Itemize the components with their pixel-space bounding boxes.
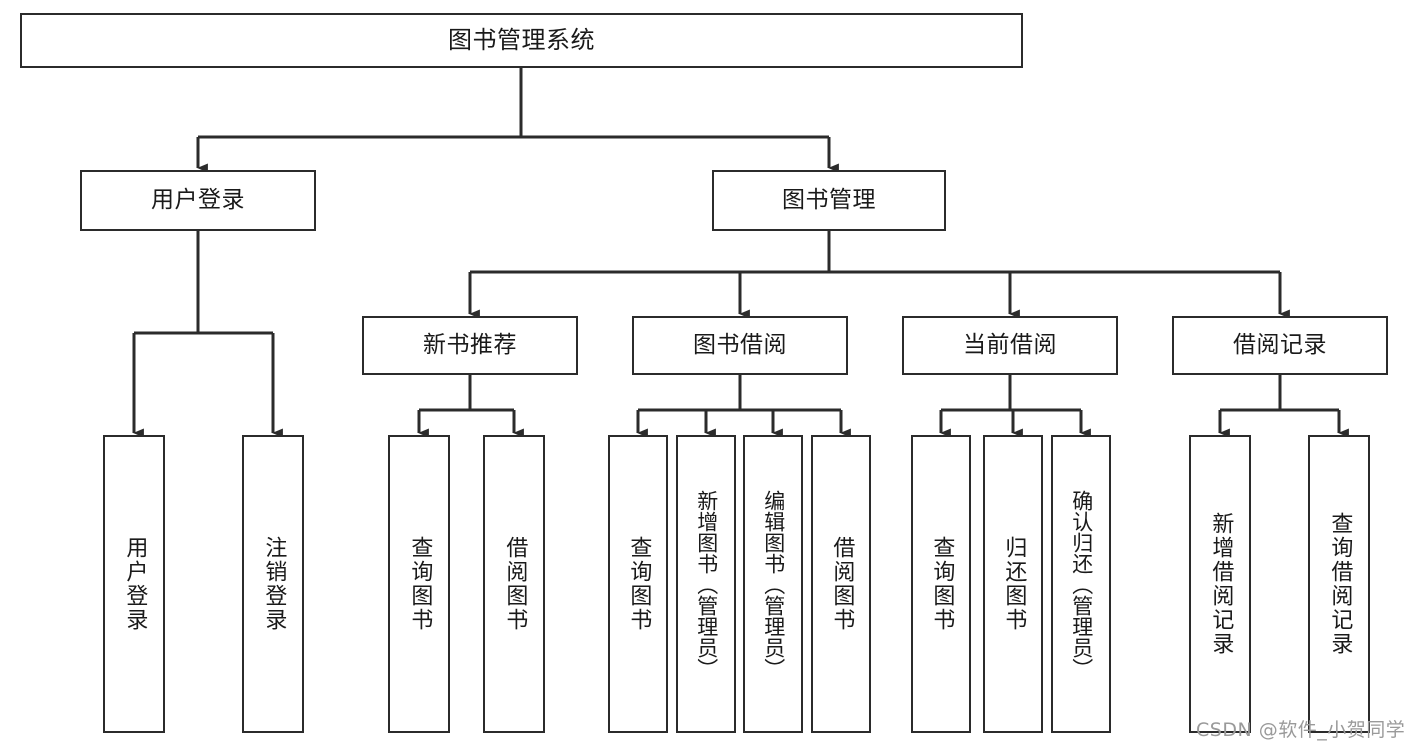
leaf-label: 注销登录	[261, 536, 287, 632]
leaf-查询图书[interactable]: 查询图书	[388, 435, 450, 733]
leaf-label: 归还图书	[1001, 536, 1027, 632]
leaf-label: 新增图书（管理员）	[694, 489, 719, 679]
leaf-label: 查询图书	[626, 536, 652, 632]
node-图书管理[interactable]: 图书管理	[712, 170, 946, 231]
node-label: 借阅记录	[1233, 331, 1327, 358]
node-label: 用户登录	[151, 186, 245, 213]
leaf-label: 新增借阅记录	[1208, 512, 1234, 656]
leaf-label: 查询图书	[929, 536, 955, 632]
node-label: 新书推荐	[423, 331, 517, 358]
leaf-新增图书管理员[interactable]: 新增图书（管理员）	[676, 435, 736, 733]
leaf-借阅图书[interactable]: 借阅图书	[811, 435, 871, 733]
leaf-编辑图书管理员[interactable]: 编辑图书（管理员）	[743, 435, 803, 733]
leaf-label: 查询借阅记录	[1327, 512, 1353, 656]
node-label: 图书借阅	[693, 331, 787, 358]
csdn-watermark: CSDN @软件_小贺同学	[1196, 719, 1405, 741]
leaf-查询借阅记录[interactable]: 查询借阅记录	[1308, 435, 1370, 733]
leaf-新增借阅记录[interactable]: 新增借阅记录	[1189, 435, 1251, 733]
node-图书借阅[interactable]: 图书借阅	[632, 316, 848, 375]
leaf-借阅图书[interactable]: 借阅图书	[483, 435, 545, 733]
node-label: 当前借阅	[963, 331, 1057, 358]
leaf-注销登录[interactable]: 注销登录	[242, 435, 304, 733]
leaf-查询图书[interactable]: 查询图书	[911, 435, 971, 733]
node-用户登录[interactable]: 用户登录	[80, 170, 316, 231]
leaf-用户登录[interactable]: 用户登录	[103, 435, 165, 733]
node-新书推荐[interactable]: 新书推荐	[362, 316, 578, 375]
leaf-label: 确认归还（管理员）	[1069, 489, 1094, 679]
node-label: 图书管理	[782, 186, 876, 213]
node-root-book-management-system[interactable]: 图书管理系统	[20, 13, 1023, 68]
leaf-label: 借阅图书	[829, 536, 855, 632]
node-借阅记录[interactable]: 借阅记录	[1172, 316, 1388, 375]
leaf-label: 编辑图书（管理员）	[761, 489, 786, 679]
node-label: 图书管理系统	[448, 26, 595, 55]
leaf-归还图书[interactable]: 归还图书	[983, 435, 1043, 733]
leaf-label: 查询图书	[407, 536, 433, 632]
node-当前借阅[interactable]: 当前借阅	[902, 316, 1118, 375]
leaf-label: 借阅图书	[502, 536, 528, 632]
leaf-确认归还管理员[interactable]: 确认归还（管理员）	[1051, 435, 1111, 733]
leaf-label: 用户登录	[122, 536, 148, 632]
leaf-查询图书[interactable]: 查询图书	[608, 435, 668, 733]
